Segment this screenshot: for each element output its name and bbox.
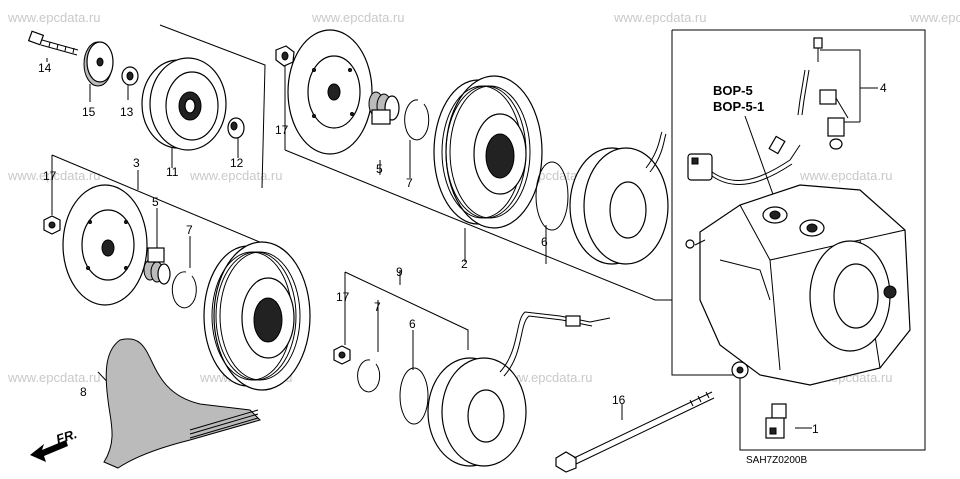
bop-callout[interactable]: BOP-5-1	[713, 99, 765, 114]
part-number-label[interactable]: 8	[80, 385, 87, 399]
part-number-label[interactable]: 2	[461, 257, 468, 271]
part-number-label[interactable]: 5	[152, 195, 159, 209]
clutch-plate-3-icon	[62, 184, 148, 306]
watermark: www.epcdata.ru	[910, 10, 960, 25]
nut-17-icon	[43, 215, 61, 235]
watermark: www.epcdata.ru	[190, 168, 283, 183]
shim-5-icon	[368, 91, 400, 125]
front-direction-arrow-icon	[30, 440, 68, 462]
part-number-label[interactable]: 17	[275, 123, 289, 137]
nut-17-icon	[275, 45, 295, 67]
part-number-label[interactable]: 1	[812, 422, 819, 436]
clutch-plate-3-icon	[287, 29, 373, 155]
snap-ring-7-icon	[171, 271, 197, 309]
shim-5-icon	[143, 247, 171, 285]
watermark: www.epcdata.ru	[312, 10, 405, 25]
spacer-15-icon	[83, 41, 114, 87]
snap-ring-7-icon	[357, 359, 381, 393]
nut-17-icon	[333, 345, 351, 365]
bop-callout[interactable]: BOP-5	[713, 83, 753, 98]
bolt-14-icon	[27, 30, 79, 56]
watermark: www.epcdata.ru	[500, 370, 593, 385]
diagram-code: SAH7Z0200B	[746, 455, 808, 466]
cap-12-icon	[227, 117, 245, 139]
part-number-label[interactable]: 13	[120, 105, 134, 119]
pulley-2-icon	[433, 75, 543, 229]
long-bolt-16-icon	[555, 391, 715, 473]
switch-1-icon	[765, 403, 787, 439]
part-number-label[interactable]: 16	[612, 393, 626, 407]
part-number-label[interactable]: 7	[186, 223, 193, 237]
pulley-2-icon	[203, 241, 311, 391]
field-coil-9-icon	[427, 311, 611, 467]
drive-belt-8-icon	[103, 338, 261, 469]
watermark: www.epcdata.ru	[8, 168, 101, 183]
part-number-label[interactable]: 4	[880, 81, 887, 95]
part-number-label[interactable]: 5	[376, 162, 383, 176]
part-number-label[interactable]: 7	[406, 176, 413, 190]
part-number-label[interactable]: 11	[166, 165, 179, 179]
part-number-label[interactable]: 6	[409, 317, 416, 331]
part-number-label[interactable]: 6	[541, 235, 548, 249]
watermark: www.epcdata.ru	[614, 10, 707, 25]
part-number-label[interactable]: 17	[336, 290, 350, 304]
snap-ring-6-icon	[535, 161, 569, 231]
part-number-label[interactable]: 15	[82, 105, 96, 119]
part-number-label[interactable]: 3	[133, 156, 140, 170]
part-number-label[interactable]: 17	[43, 169, 57, 183]
part-number-label[interactable]: 7	[374, 300, 381, 314]
nut-13-icon	[121, 66, 139, 86]
leader-lines	[46, 24, 926, 451]
relief-valve-4-icon	[797, 37, 849, 150]
watermark: www.epcdata.ru	[800, 168, 893, 183]
harness-connector-icon	[687, 135, 801, 185]
compressor-icon	[685, 184, 911, 386]
watermark: www.epcdata.ru	[8, 370, 101, 385]
part-number-label[interactable]: 12	[230, 156, 244, 170]
watermark: www.epcdata.ru	[8, 10, 101, 25]
snap-ring-7-icon	[404, 99, 430, 141]
idler-pulley-11-icon	[141, 57, 227, 151]
snap-ring-6-icon	[399, 367, 429, 425]
part-number-label[interactable]: 9	[396, 265, 403, 279]
field-coil-9-icon	[569, 131, 669, 265]
part-number-label[interactable]: 14	[38, 61, 52, 75]
